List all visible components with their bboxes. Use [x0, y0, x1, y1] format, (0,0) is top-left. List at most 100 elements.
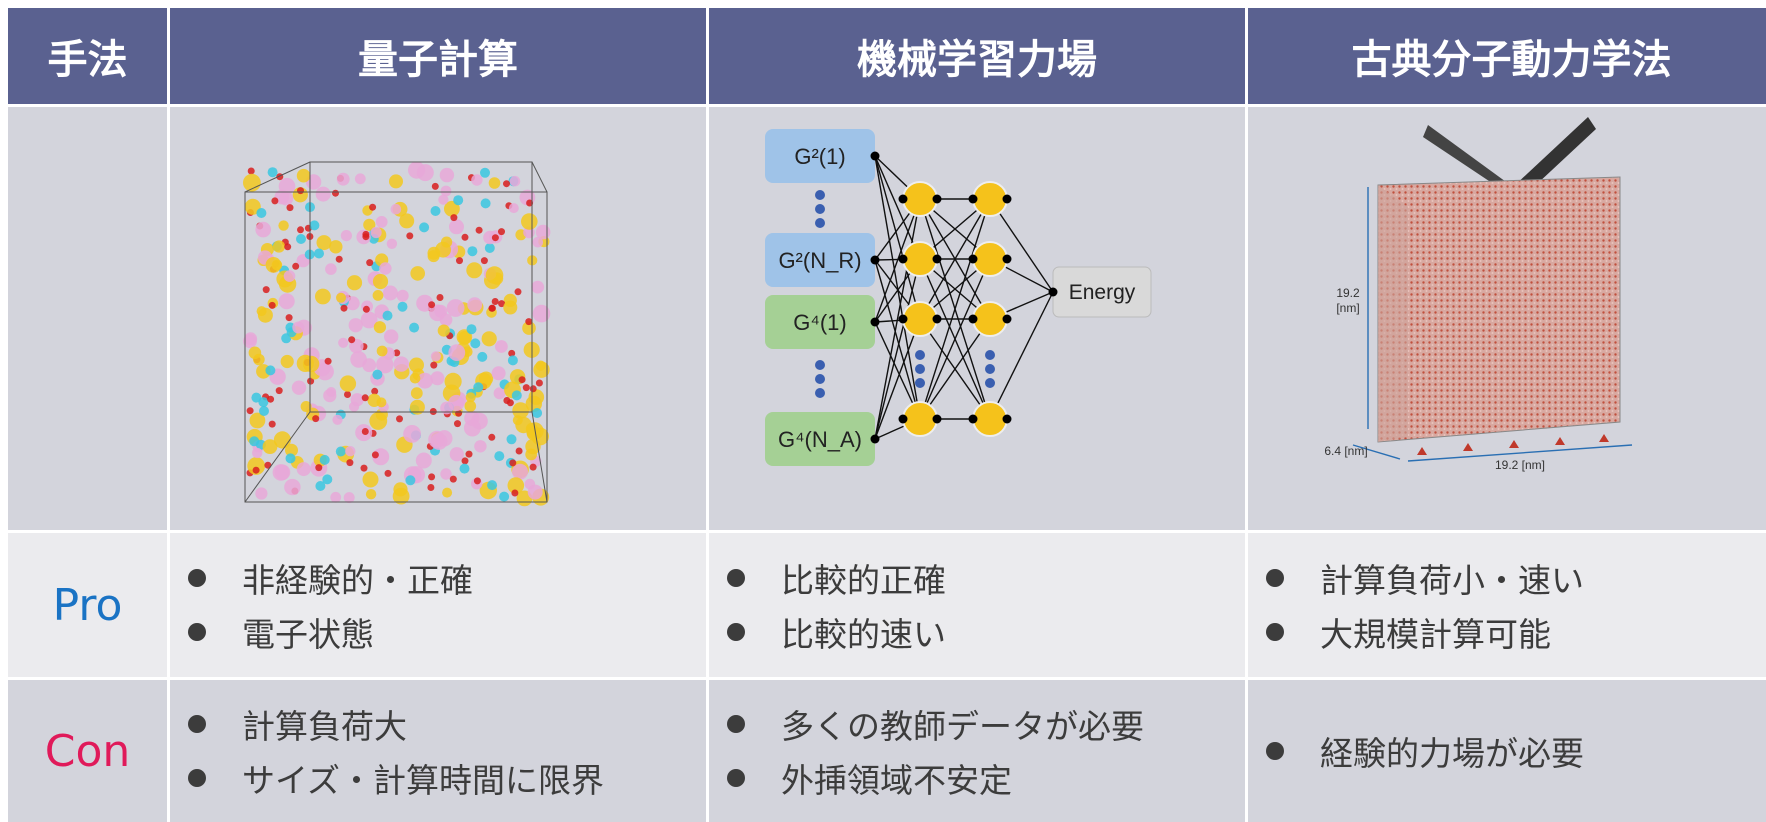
atom [262, 439, 278, 454]
atom [315, 464, 323, 472]
atom [258, 397, 269, 408]
nn-neuron [902, 181, 938, 217]
atom [475, 226, 483, 234]
neural-network-diagram: G²(1) G²(N_R) G⁴(1) G⁴(N_A) Energy [709, 107, 1245, 530]
atom [371, 451, 379, 459]
atom [340, 230, 352, 242]
atom [405, 475, 416, 486]
atom [262, 286, 270, 294]
atom [332, 414, 343, 425]
atom [373, 321, 386, 334]
atom [384, 469, 392, 477]
atom [508, 203, 519, 214]
bullet-item: 経験的力場が必要 [1266, 727, 1584, 775]
input-node-g4-1 [765, 295, 875, 349]
atom [480, 167, 490, 178]
atom [255, 221, 271, 238]
ellipsis-dots [815, 190, 995, 398]
atom [362, 471, 379, 488]
atom [442, 487, 453, 498]
atom [314, 248, 324, 259]
atom [532, 408, 543, 418]
atom [514, 288, 522, 296]
nn-connection [989, 198, 1054, 293]
bullet-item: 大規模計算可能 [1266, 608, 1584, 656]
atom [379, 262, 392, 275]
nn-connection [874, 198, 921, 440]
bullet-text: 比較的正確 [781, 561, 946, 600]
atom [275, 387, 283, 395]
atom [419, 222, 430, 233]
atom [393, 349, 401, 357]
image-row-label [8, 107, 167, 530]
atom [329, 240, 343, 254]
atom [264, 461, 272, 469]
pro-ml: 比較的正確 比較的速い [709, 533, 1245, 677]
atom [409, 372, 421, 384]
bullet-dot [188, 623, 206, 641]
atom [307, 377, 315, 385]
atom [495, 340, 508, 353]
atom [322, 474, 333, 485]
atom [267, 167, 278, 178]
bullet-dot [188, 569, 206, 587]
atom [278, 177, 296, 195]
atom [509, 459, 517, 467]
atom [430, 433, 448, 450]
nn-junction [870, 255, 880, 265]
atom [392, 487, 410, 505]
atom [446, 299, 465, 317]
atom [461, 457, 469, 465]
bullet-text: 電子状態 [242, 615, 374, 654]
atom [440, 468, 452, 480]
nn-junction [932, 414, 942, 424]
atom [247, 167, 255, 175]
input-node-g4-na [765, 412, 875, 466]
atom [415, 452, 432, 469]
nn-junction [1002, 194, 1012, 204]
atom [244, 198, 261, 215]
atom [349, 401, 360, 412]
nn-junction [1002, 314, 1012, 324]
atom [371, 387, 379, 395]
atom [428, 301, 436, 309]
nn-neuron [972, 301, 1008, 337]
atom [416, 294, 434, 312]
atom [417, 372, 433, 389]
atom [296, 168, 311, 183]
bullet-dot [188, 715, 206, 733]
atom [354, 173, 366, 185]
atom [509, 175, 521, 187]
atom [488, 177, 501, 189]
atom [437, 324, 450, 337]
nn-connection [874, 259, 921, 420]
nn-connection [919, 318, 991, 420]
atom [255, 487, 268, 500]
atom [272, 240, 286, 253]
header-ml: 機械学習力場 [709, 8, 1245, 104]
bullet-item: 計算負荷小・速い [1266, 554, 1584, 602]
atom [346, 459, 354, 467]
input-label-1: G²(1) [794, 144, 845, 169]
output-label: Energy [1069, 281, 1136, 304]
atom [409, 399, 425, 415]
bullet-dot [1266, 623, 1284, 641]
nn-junction [870, 434, 880, 444]
atom [361, 394, 369, 402]
atom [440, 185, 452, 197]
fixed-atoms-markers [1417, 434, 1609, 455]
input-label-3: G⁴(1) [793, 310, 846, 335]
nn-neuron [972, 181, 1008, 217]
atom [372, 273, 389, 290]
atom [297, 226, 304, 234]
atom [416, 164, 434, 182]
atom [389, 174, 403, 189]
atom [522, 384, 530, 392]
atom [393, 356, 409, 372]
atom [280, 354, 294, 369]
atom [372, 369, 383, 380]
atom [360, 311, 378, 329]
atom [312, 415, 320, 423]
atom [515, 447, 523, 455]
atom [363, 218, 376, 231]
